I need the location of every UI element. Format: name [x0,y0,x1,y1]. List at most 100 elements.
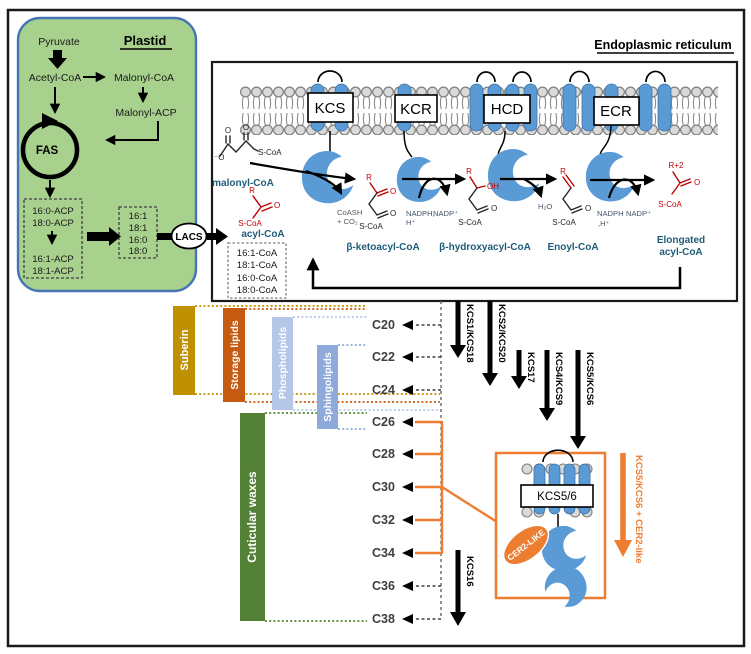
svg-text:O: O [243,123,249,132]
svg-text:R: R [560,167,566,176]
chain-c26: C26 [372,415,395,429]
hydroxyacyl-coa-structure: R OH O S-CoA β-hydroxyacyl-CoA [439,167,531,253]
co2-label: + CO₂ [337,217,358,226]
enoyl-coa-structure: R O S-CoA Enoyl-CoA [547,167,598,253]
elongase-heads [450,345,586,626]
plastid-box [16,16,198,293]
fa-pool-box: 16:1 18:1 16:0 18:0 [118,206,158,259]
cer2-arrow-label: KCS5/KCS6 + CER2-like [633,455,644,564]
bar-phospholipids-label: Phospholipids [277,327,289,399]
svg-text:18:0: 18:0 [129,246,148,257]
fas-cycle-arrowhead [42,113,58,129]
chain-c28: C28 [372,447,395,461]
svg-text:S-CoA: S-CoA [359,222,383,231]
plastid-title: Plastid [124,33,167,48]
svg-text:18:0-ACP: 18:0-ACP [32,218,74,229]
er-title: Endoplasmic reticulum [594,38,732,52]
elongase-kcs4-9-label: KCS4/KCS9 [553,352,564,405]
helix-loops [317,70,666,83]
malonyl-coa-structure: ⁻O O O S-CoA malonyl-CoA [212,123,282,189]
svg-text:NADP⁺: NADP⁺ [626,209,651,218]
elongase-kcs2-20-label: KCS2/KCS20 [496,304,507,363]
enzyme-kcs: KCS [315,100,346,117]
malonyl-acp-to-fas-arrow [104,121,159,146]
svg-text:R: R [366,173,372,182]
node-malonyl-acp: Malonyl-ACP [115,107,176,119]
svg-text:18:1: 18:1 [129,223,148,234]
cer2-module: KCS5/6 CER2-LIKE KCS5/KCS6 + CER2-like [494,449,644,615]
svg-text:O: O [390,187,396,196]
elongated-label-1: Elongated [657,235,705,246]
h2o-label: H₂O [538,202,552,211]
cer2-orange-connectors [415,420,498,555]
svg-text:16:1: 16:1 [129,211,148,222]
acyl-coa-structure: R O S-CoA acyl-CoA [238,186,284,240]
svg-text:NADPH,: NADPH, [406,209,435,218]
er-panel: Endoplasmic reticulum [210,38,739,303]
elongase-kcs17-label: KCS17 [525,352,536,383]
plastid-panel: Plastid Pyruvate Acetyl-CoA Malonyl-CoA … [16,16,228,293]
svg-text:18:0-CoA: 18:0-CoA [237,285,278,296]
enzyme-kcr: KCR [400,101,432,118]
er-coa-pool-box: 16:1-CoA 18:1-CoA 16:0-CoA 18:0-CoA [227,242,287,299]
elongase-arrows: KCS1/KCS18 KCS2/KCS20 KCS17 KCS4/KCS9 KC… [450,301,595,626]
svg-text:OH: OH [487,182,499,191]
er-enzyme-boxes: KCS KCR HCD ECR [307,92,640,126]
svg-text:O: O [390,209,396,218]
enzyme-hcd: HCD [491,101,524,118]
kcs5-6-box [520,484,594,508]
svg-text:S-CoA: S-CoA [238,219,262,228]
enoyl-coa-label: Enoyl-CoA [547,242,598,253]
enzyme-ecr: ECR [600,103,632,120]
bar-suberin-label: Suberin [179,329,191,370]
lipid-class-bars: Suberin Storage lipids Phospholipids Sph… [173,305,440,622]
elongated-label-2: acyl-CoA [659,247,702,258]
ketoacyl-coa-structure: R O O S-CoA β-ketoacyl-CoA [346,173,419,253]
acyl-coa-label: acyl-CoA [241,229,284,240]
pyruvate-arrow [48,50,67,69]
lacs-to-er-block-arrow [207,228,228,245]
chain-c36: C36 [372,579,395,593]
chain-c38: C38 [372,612,395,626]
chain-c34: C34 [372,546,395,560]
bar-sphingolipids-label: Sphingolipids [322,352,334,422]
svg-text:R: R [249,186,255,195]
svg-text:NADP⁺: NADP⁺ [433,209,458,218]
hydroxyacyl-coa-label: β-hydroxyacyl-CoA [439,242,531,253]
chain-dashed-stubs [416,324,441,620]
svg-text:S-CoA: S-CoA [458,218,482,227]
bar-phospholipids [272,317,293,410]
node-malonyl-coa: Malonyl-CoA [114,72,174,84]
chain-c24: C24 [372,383,395,397]
svg-text:O: O [225,126,231,135]
elongated-acyl-coa-structure: R+2 O S-CoA Elongated acyl-CoA [657,161,705,258]
malonyl-coa-label: malonyl-CoA [212,178,274,189]
chain-c32: C32 [372,513,395,527]
svg-text:,H⁺: ,H⁺ [598,219,610,228]
chain-c30: C30 [372,480,395,494]
svg-text:18:1-ACP: 18:1-ACP [32,266,74,277]
svg-text:S-CoA: S-CoA [552,218,576,227]
node-acetyl-coa: Acetyl-CoA [29,72,82,84]
svg-text:H⁺: H⁺ [406,218,416,227]
bar-cuticular-label: Cuticular waxes [245,471,259,563]
chain-scale: C20 C22 C24 C26 C28 C30 C32 C34 C36 C38 [372,301,498,626]
elongase-shafts [455,301,581,612]
node-pyruvate: Pyruvate [38,36,80,48]
chain-c22: C22 [372,350,395,364]
svg-text:R: R [466,167,472,176]
svg-text:16:1-CoA: 16:1-CoA [237,248,278,259]
cer2-arrow-head [614,540,632,557]
bar-storage-label: Storage lipids [229,320,241,390]
fas-label: FAS [36,145,59,157]
svg-text:O: O [694,178,700,187]
ketoacyl-coa-label: β-ketoacyl-CoA [346,242,419,253]
bar-storage-lipids [223,308,245,402]
elongase-kcs1-18-label: KCS1/KCS18 [464,304,475,363]
o-minus-label: ⁻O [214,153,224,162]
elongase-kcs16-label: KCS16 [464,556,475,587]
elongation-cycle-return-arrow [306,257,682,290]
svg-text:16:0-ACP: 16:0-ACP [32,206,74,217]
